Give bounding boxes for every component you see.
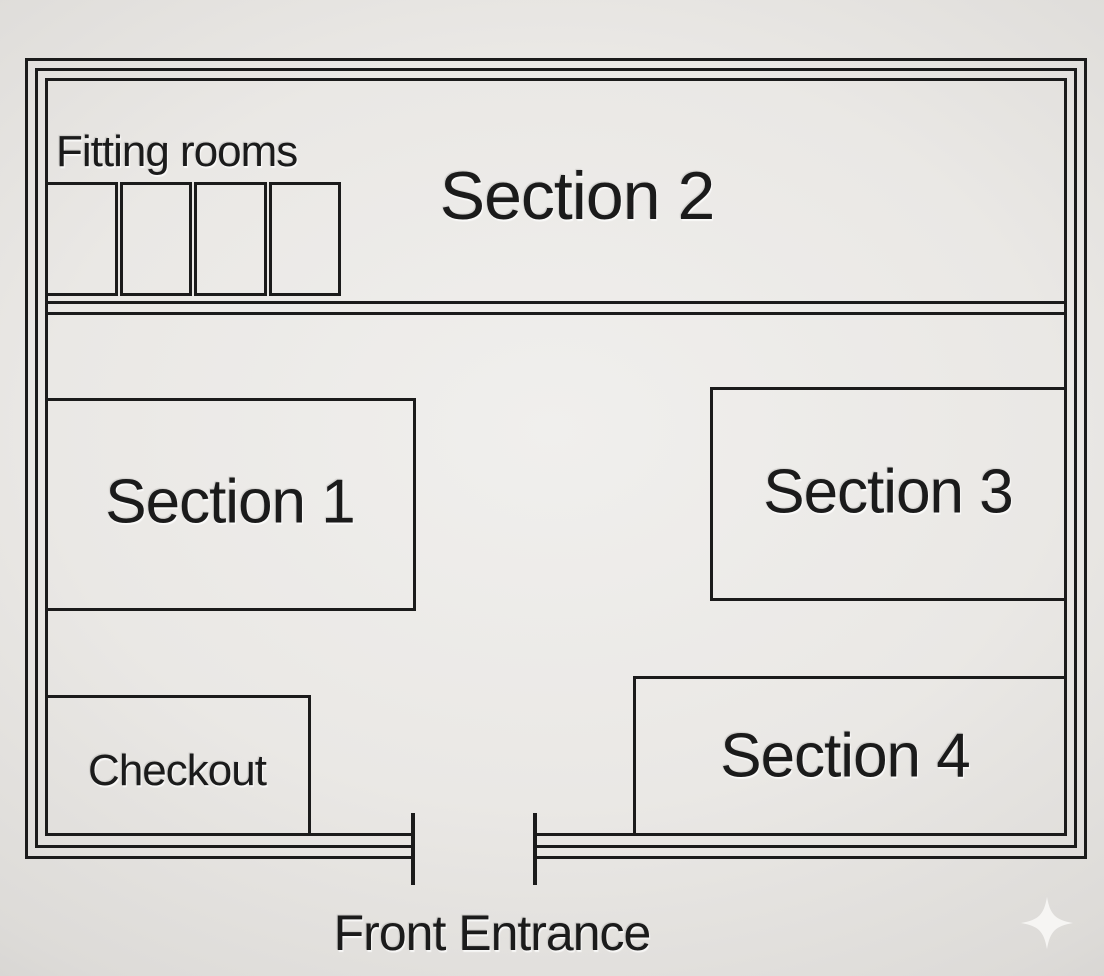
fitting-rooms-label: Fitting rooms	[56, 127, 298, 176]
outer-wall-bottom-left-segment	[25, 856, 413, 859]
fitting-room-stall	[45, 182, 118, 296]
entrance-right-jamb	[533, 813, 537, 885]
outer-wall-bottom-right-segment	[535, 856, 1087, 859]
middle-wall-bottom-right-segment	[535, 845, 1077, 848]
front-entrance-label: Front Entrance	[333, 905, 652, 961]
section-2-label: Section 2	[439, 158, 716, 234]
checkout-room	[45, 695, 311, 836]
sparkle-icon	[1021, 897, 1073, 949]
fitting-room-stall	[268, 182, 341, 296]
fitting-room-stalls	[45, 182, 341, 296]
section-4-label: Section 4	[720, 721, 971, 791]
section-4-room	[633, 676, 1067, 836]
section-3-room	[710, 387, 1067, 601]
checkout-label: Checkout	[88, 746, 267, 795]
top-band-divider-upper-line	[45, 301, 1067, 304]
fitting-room-stall	[194, 182, 267, 296]
section-1-label: Section 1	[105, 467, 356, 537]
middle-wall-bottom-left-segment	[35, 845, 413, 848]
section-1-room	[45, 398, 416, 611]
middle-wall-line	[35, 68, 1077, 848]
outer-wall-line	[25, 58, 1087, 859]
fitting-room-stall	[119, 182, 192, 296]
section-3-label: Section 3	[763, 457, 1014, 527]
entrance-left-jamb	[411, 813, 415, 885]
top-band-divider-lower-line	[45, 312, 1067, 315]
